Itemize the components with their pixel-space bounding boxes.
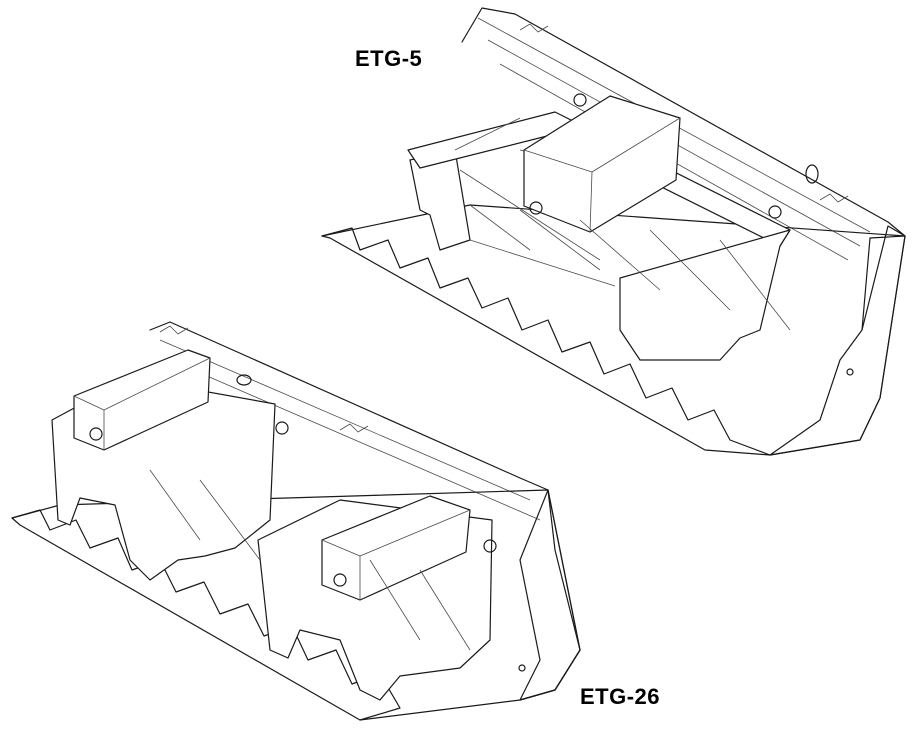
etg26-side-bolt — [518, 664, 526, 672]
etg26-side-plate — [519, 489, 581, 701]
etg5-side-plate — [769, 225, 906, 456]
etg26-lift-ring — [236, 374, 252, 386]
etg26-right-pivot — [333, 573, 347, 587]
etg5-teeth — [321, 227, 771, 456]
etg5-tines — [469, 204, 791, 331]
etg26-left-cylinder-edges — [73, 357, 211, 450]
etg26-left-pivot — [89, 427, 103, 441]
etg26-right-cylinder — [321, 495, 471, 601]
etg5-lift-ring — [805, 164, 819, 184]
etg26-rear-rail — [159, 339, 541, 521]
etg26-left-pivot-rear — [275, 421, 289, 435]
etg5-cylinder-box — [523, 95, 681, 233]
etg5-jaw-right — [619, 229, 791, 361]
model-label-etg26: ETG-26 — [580, 684, 661, 709]
etg5-pivot-right — [768, 205, 782, 219]
etg26-serrations — [159, 325, 369, 433]
etg5-pivot-left — [529, 201, 543, 215]
etg26-teeth — [11, 509, 401, 721]
model-label-etg5: ETG-5 — [355, 46, 423, 71]
etg5-cylinder-edges — [523, 117, 681, 233]
etg5-serrations — [519, 23, 849, 203]
etg5-jaw-inner — [454, 117, 616, 287]
grapple-etg5-drawing — [321, 7, 906, 456]
etg26-right-cylinder-edges — [321, 509, 471, 600]
etg5-rear-frame — [461, 7, 906, 331]
etg5-pivot-top — [573, 93, 587, 107]
grapple-etg26-drawing — [11, 321, 581, 721]
etg26-right-pivot-rear — [483, 539, 497, 553]
etg5-side-bolt — [846, 368, 854, 376]
etg26-tines — [149, 469, 471, 651]
